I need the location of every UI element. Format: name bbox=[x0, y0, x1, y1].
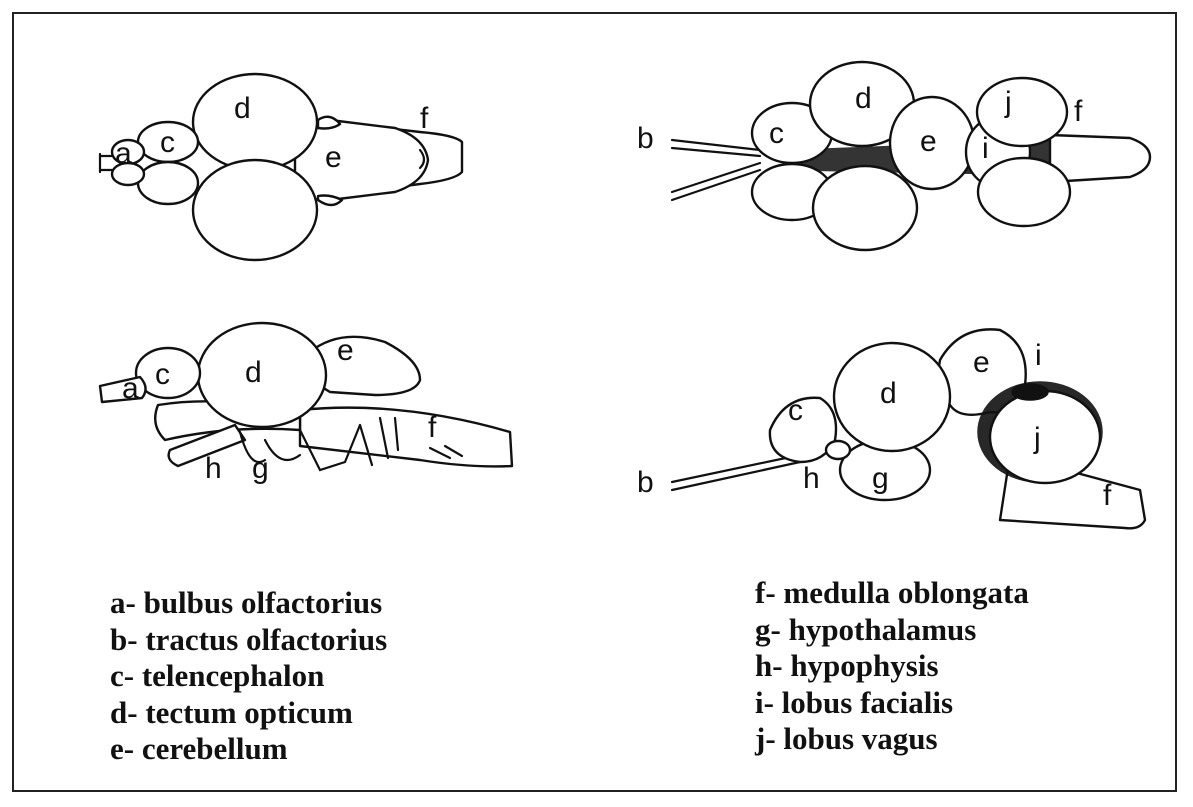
legend-item-i: i- lobus facialis bbox=[755, 685, 1029, 722]
brain-dorsal-view-1: a c d e f bbox=[100, 74, 462, 260]
legend-item-a: a- bulbus olfactorius bbox=[110, 585, 387, 622]
legend-left: a- bulbus olfactorius b- tractus olfacto… bbox=[110, 585, 387, 768]
fig2-label-f: f bbox=[1074, 95, 1083, 128]
fig2-label-c: c bbox=[769, 117, 784, 150]
fig3-label-d: d bbox=[245, 356, 262, 389]
legend-item-b: b- tractus olfactorius bbox=[110, 622, 387, 659]
fig1-label-d: d bbox=[234, 92, 251, 125]
fig2-label-b: b bbox=[637, 122, 654, 155]
legend-right: f- medulla oblongata g- hypothalamus h- … bbox=[755, 575, 1029, 758]
legend-item-f: f- medulla oblongata bbox=[755, 575, 1029, 612]
brain-dorsal-view-2: b c d e f i j bbox=[637, 62, 1150, 250]
fig3-label-h: h bbox=[205, 452, 222, 485]
fig1-label-e: e bbox=[325, 141, 342, 174]
legend-item-g: g- hypothalamus bbox=[755, 612, 1029, 649]
fig3-label-e: e bbox=[337, 334, 354, 367]
fig4-label-g: g bbox=[872, 462, 889, 495]
brain-lateral-view-2: b c d e f g h i j bbox=[637, 329, 1145, 528]
fig4-label-j: j bbox=[1033, 422, 1041, 455]
fig3-label-c: c bbox=[155, 358, 170, 391]
fig1-label-f: f bbox=[420, 102, 429, 135]
brain-lateral-view-1: a c d e f g h bbox=[100, 323, 512, 485]
fig4-label-d: d bbox=[880, 377, 897, 410]
legend-item-d: d- tectum opticum bbox=[110, 695, 387, 732]
legend-item-j: j- lobus vagus bbox=[755, 721, 1029, 758]
legend-item-h: h- hypophysis bbox=[755, 648, 1029, 685]
fig1-label-c: c bbox=[160, 126, 175, 159]
fig3-label-a: a bbox=[122, 372, 139, 405]
fig2-label-j: j bbox=[1004, 86, 1012, 119]
fig2-label-e: e bbox=[920, 125, 937, 158]
fig4-label-b: b bbox=[637, 466, 654, 499]
fig3-label-f: f bbox=[428, 411, 437, 444]
fig4-label-c: c bbox=[788, 394, 803, 427]
fig2-label-d: d bbox=[855, 82, 872, 115]
fig4-label-f: f bbox=[1103, 479, 1112, 512]
fig1-label-a: a bbox=[115, 137, 132, 170]
fig4-label-h: h bbox=[803, 462, 820, 495]
fig2-label-i: i bbox=[982, 132, 989, 165]
fig4-label-i: i bbox=[1035, 339, 1042, 372]
legend-item-c: c- telencephalon bbox=[110, 658, 387, 695]
legend-item-e: e- cerebellum bbox=[110, 731, 387, 768]
fig3-label-g: g bbox=[252, 452, 269, 485]
fig4-label-e: e bbox=[973, 346, 990, 379]
